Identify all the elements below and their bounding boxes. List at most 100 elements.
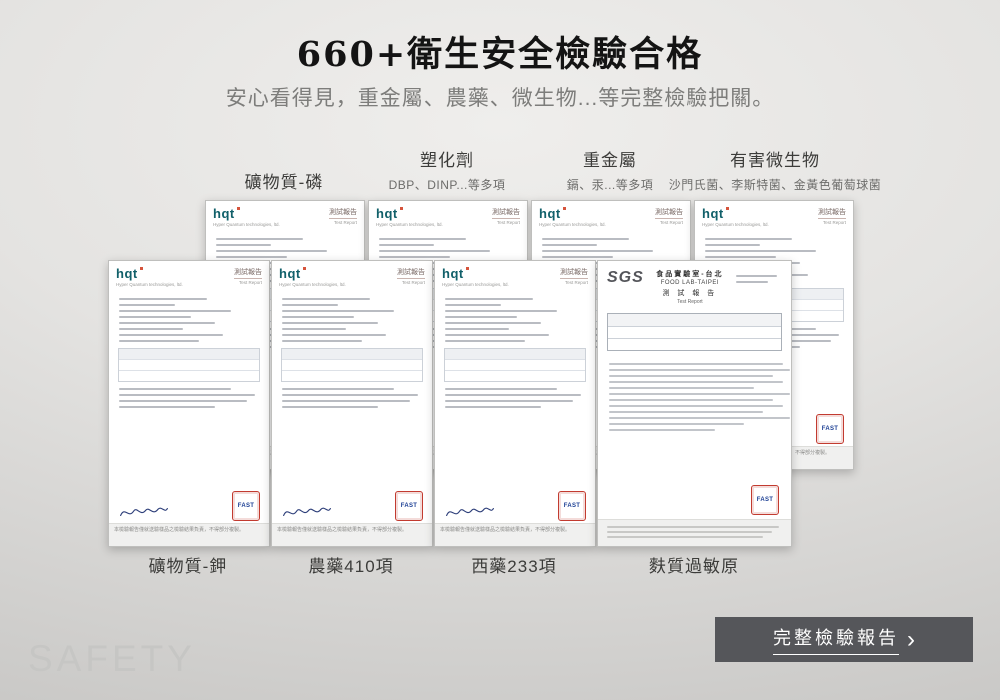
text-line bbox=[445, 316, 517, 318]
table-row bbox=[608, 339, 781, 350]
text-line bbox=[609, 429, 716, 431]
signature bbox=[120, 507, 168, 517]
text-line bbox=[379, 244, 435, 246]
certificate-body bbox=[109, 290, 269, 491]
report-title-block: 測試報告 Test Report bbox=[234, 267, 262, 285]
report-subtitle: Test Report bbox=[238, 280, 262, 285]
results-table bbox=[607, 313, 782, 351]
hqt-logo: hqt bbox=[702, 207, 769, 220]
text-line bbox=[609, 375, 774, 377]
fast-stamp-label: FAST bbox=[563, 503, 581, 509]
sgs-logo: SGS bbox=[607, 269, 644, 286]
text-line bbox=[282, 400, 410, 402]
category-title: 重金屬 bbox=[583, 151, 637, 170]
hqt-brand: hqt Hyper Quantum technologies, ltd. bbox=[279, 267, 346, 287]
report-subtitle: Test Report bbox=[564, 280, 588, 285]
hqt-tagline: Hyper Quantum technologies, ltd. bbox=[279, 282, 346, 287]
text-line bbox=[705, 244, 761, 246]
report-title-block: 測試報告 Test Report bbox=[560, 267, 588, 285]
text-line bbox=[445, 406, 541, 408]
signature-row: FAST bbox=[109, 491, 269, 523]
report-title-block: 測試報告 Test Report bbox=[329, 207, 357, 225]
text-line bbox=[119, 388, 231, 390]
report-title: 測試報告 bbox=[397, 267, 425, 279]
hqt-brand: hqt Hyper Quantum technologies, ltd. bbox=[442, 267, 509, 287]
text-line bbox=[282, 310, 394, 312]
table-row bbox=[119, 349, 259, 360]
report-subtitle: Test Report bbox=[496, 220, 520, 225]
certificate-header: hqt Hyper Quantum technologies, ltd. 測試報… bbox=[272, 261, 432, 290]
hqt-brand: hqt Hyper Quantum technologies, ltd. bbox=[539, 207, 606, 227]
item-label-mineral-potassium: 礦物質-鉀 bbox=[148, 557, 228, 576]
report-title-block: 測試報告 Test Report bbox=[397, 267, 425, 285]
certificate-header: hqt Hyper Quantum technologies, ltd. 測試報… bbox=[369, 201, 527, 230]
text-line bbox=[445, 322, 541, 324]
certificate-header: hqt Hyper Quantum technologies, ltd. 測試報… bbox=[695, 201, 853, 230]
item-label-western-medicine: 西藥233項 bbox=[471, 557, 557, 576]
category-label-heavy-metals: 重金屬 鎘、汞...等多項 bbox=[500, 146, 720, 193]
text-line bbox=[445, 400, 573, 402]
category-title: 礦物質-磷 bbox=[244, 173, 324, 192]
category-label-plasticizer: 塑化劑 DBP、DINP...等多項 bbox=[337, 146, 557, 193]
certificate-footer-text: 本檢驗報告僅就送驗樣品之檢驗結果負責，不得部分複製。 bbox=[440, 527, 571, 533]
text-line bbox=[282, 316, 354, 318]
report-meta bbox=[735, 269, 782, 287]
certificate-western-medicine: hqt Hyper Quantum technologies, ltd. 測試報… bbox=[434, 260, 596, 547]
text-line bbox=[119, 400, 247, 402]
text-line bbox=[119, 334, 223, 336]
report-subtitle: Test Report bbox=[822, 220, 846, 225]
text-line bbox=[542, 256, 614, 258]
report-subtitle: Test Report bbox=[333, 220, 357, 225]
report-title-block: 測試報告 Test Report bbox=[818, 207, 846, 225]
category-label-harmful-microbes: 有害微生物 沙門氏菌、李斯特菌、金黃色葡萄球菌 bbox=[650, 146, 900, 193]
hqt-logo: hqt bbox=[539, 207, 606, 220]
table-row bbox=[119, 360, 259, 371]
certificate-header: hqt Hyper Quantum technologies, ltd. 測試報… bbox=[206, 201, 364, 230]
hqt-tagline: Hyper Quantum technologies, ltd. bbox=[376, 222, 443, 227]
certificate-mineral-potassium: hqt Hyper Quantum technologies, ltd. 測試報… bbox=[108, 260, 270, 547]
sgs-lab-title: 食品實驗室-台北 FOOD LAB-TAIPEI 測 試 報 告 Test Re… bbox=[656, 269, 723, 305]
text-line bbox=[705, 250, 816, 252]
hqt-brand: hqt Hyper Quantum technologies, ltd. bbox=[116, 267, 183, 287]
text-line bbox=[609, 387, 754, 389]
hqt-brand: hqt Hyper Quantum technologies, ltd. bbox=[702, 207, 769, 227]
text-line bbox=[735, 275, 778, 277]
table-row bbox=[282, 360, 422, 371]
certificate-header: hqt Hyper Quantum technologies, ltd. 測試報… bbox=[435, 261, 595, 290]
text-line bbox=[282, 322, 378, 324]
certificate-header: hqt Hyper Quantum technologies, ltd. 測試報… bbox=[109, 261, 269, 290]
text-line bbox=[216, 256, 288, 258]
report-title-block: 測試報告 Test Report bbox=[492, 207, 520, 225]
hqt-tagline: Hyper Quantum technologies, ltd. bbox=[702, 222, 769, 227]
full-report-button-label: 完整檢驗報告 bbox=[773, 624, 899, 655]
text-line bbox=[119, 340, 199, 342]
text-line bbox=[119, 316, 191, 318]
fast-stamp-label: FAST bbox=[237, 503, 255, 509]
table-row bbox=[608, 314, 781, 327]
hqt-tagline: Hyper Quantum technologies, ltd. bbox=[213, 222, 280, 227]
report-subtitle: Test Report bbox=[659, 220, 683, 225]
fast-stamp-label: FAST bbox=[821, 426, 839, 432]
text-line bbox=[119, 298, 207, 300]
text-line bbox=[119, 394, 255, 396]
full-report-button[interactable]: 完整檢驗報告 › bbox=[715, 617, 973, 662]
signature-row: FAST bbox=[272, 491, 432, 523]
text-line bbox=[609, 405, 783, 407]
text-line bbox=[609, 423, 745, 425]
text-line bbox=[609, 381, 783, 383]
fast-stamp: FAST bbox=[558, 491, 586, 521]
report-title: 測試報告 bbox=[234, 267, 262, 279]
text-line bbox=[609, 363, 783, 365]
table-row bbox=[445, 360, 585, 371]
text-line bbox=[216, 244, 272, 246]
sgs-lab-name-zh: 食品實驗室-台北 bbox=[656, 271, 724, 278]
results-table bbox=[118, 348, 260, 382]
text-line bbox=[445, 388, 557, 390]
text-line bbox=[607, 536, 763, 538]
hqt-logo: hqt bbox=[376, 207, 443, 220]
report-title: 測試報告 bbox=[655, 207, 683, 219]
page-title: 660+衛生安全檢驗合格 bbox=[296, 34, 704, 75]
fast-stamp: FAST bbox=[232, 491, 260, 521]
results-table bbox=[281, 348, 423, 382]
text-line bbox=[379, 250, 490, 252]
